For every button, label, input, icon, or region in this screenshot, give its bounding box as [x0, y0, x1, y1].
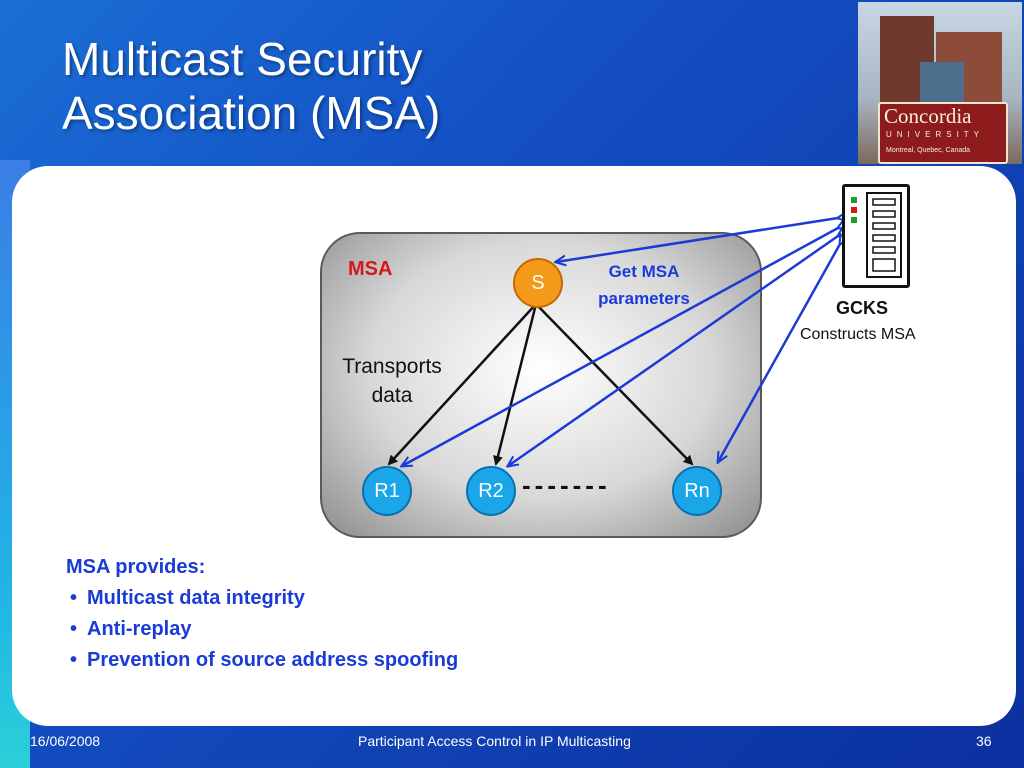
arrow-gcks-r1 — [402, 228, 838, 466]
receiver-node-r1: R1 — [362, 466, 412, 516]
msa-group-label: MSA — [348, 258, 393, 280]
receiver-node-r2: R2 — [466, 466, 516, 516]
gcks-server-icon — [842, 184, 910, 288]
footer-date: 16/06/2008 — [30, 733, 101, 749]
msa-provides-list: MSA provides: Multicast data integrity A… — [66, 552, 458, 676]
receivers-ellipsis-dashes: ------- — [522, 470, 611, 500]
server-rack-icon — [851, 192, 902, 278]
gcks-label: GCKS — [836, 298, 889, 318]
provides-item: Multicast data integrity — [66, 583, 458, 614]
slide-title: Multicast Security Association (MSA) — [62, 32, 440, 140]
arrow-s-to-r2 — [493, 303, 538, 466]
logo-location: Montreal, Quebec, Canada — [886, 147, 971, 154]
arrow-gcks-s — [556, 218, 838, 262]
source-node-s: S — [513, 258, 563, 308]
arrow-gcks-rn — [718, 244, 840, 462]
title-line-2: Association (MSA) — [62, 87, 441, 139]
footer-title: Participant Access Control in IP Multica… — [358, 733, 631, 749]
gcks-description: Constructs MSA — [800, 326, 916, 343]
provides-item: Anti-replay — [66, 614, 458, 645]
provides-heading: MSA provides: — [66, 556, 206, 578]
provides-item: Prevention of source address spoofing — [66, 645, 458, 676]
logo-name: Concordia — [884, 104, 972, 128]
title-line-1: Multicast Security — [62, 33, 423, 85]
receiver-node-rn: Rn — [672, 466, 722, 516]
university-logo: Concordia UNIVERSITY Montreal, Quebec, C… — [858, 2, 1022, 164]
arrow-s-to-rn — [535, 303, 694, 466]
arrow-s-to-r1 — [387, 303, 537, 466]
footer-page-number: 36 — [976, 733, 992, 749]
logo-banner — [878, 102, 1008, 164]
logo-sub: UNIVERSITY — [886, 130, 985, 139]
